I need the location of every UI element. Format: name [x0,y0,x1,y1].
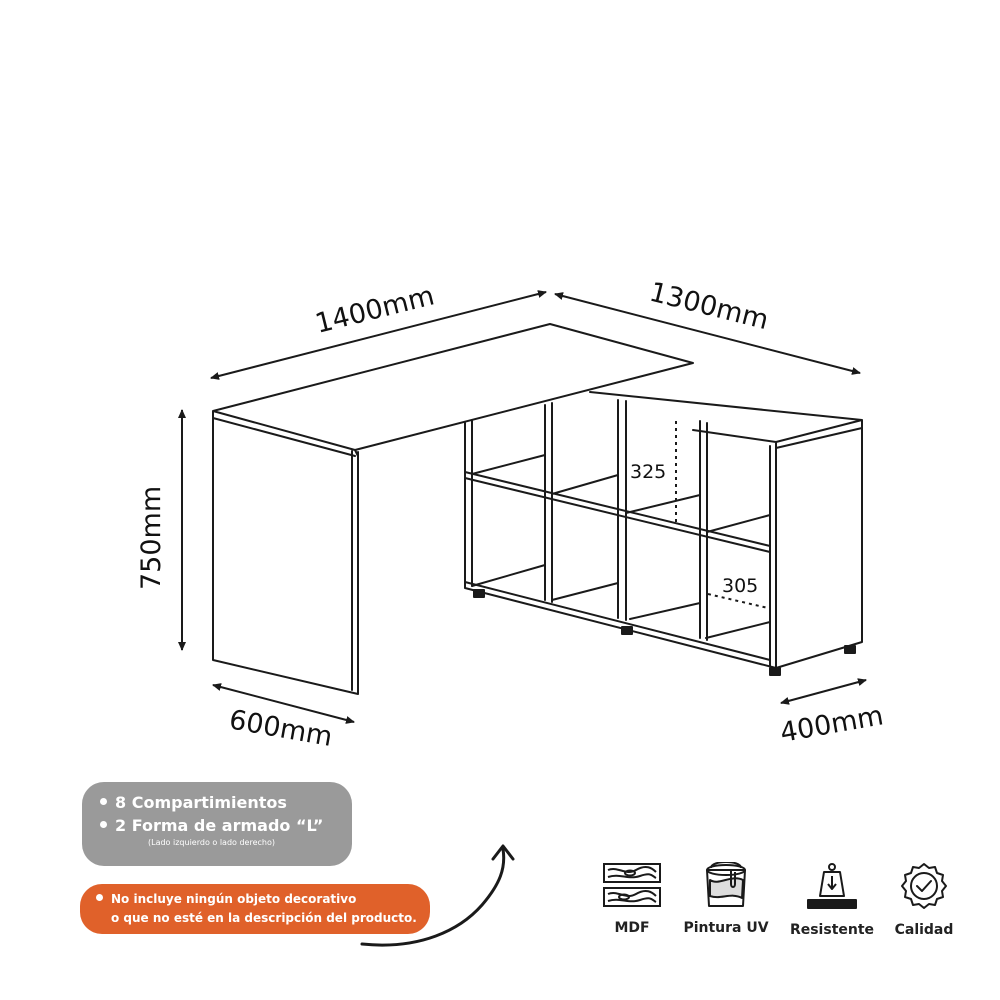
feature-resistant: Resistente [787,862,877,938]
disclaimer-box: No incluye ningún objeto decorativo o qu… [80,884,430,934]
foot [844,645,856,654]
dim-400: 400mm [778,700,886,749]
info-compartments: 8 Compartimientos [115,793,287,812]
dimension-arrows [178,290,867,724]
disclaimer-line2: o que no esté en la descripción del prod… [111,911,417,925]
bullet-icon [100,798,107,805]
info-box: 8 Compartimientos 2 Forma de armado “L” … [82,782,352,866]
weight-icon [807,863,857,909]
shelf-middle [464,471,771,553]
dim-325: 325 [630,461,666,483]
shelf-top [589,391,863,449]
info-assembly: 2 Forma de armado “L” [115,816,324,835]
dim-1400: 1400mm [312,280,437,339]
desk-top [212,323,694,457]
wood-grain-icon [603,863,661,907]
foot [473,589,485,598]
curved-arrow [360,844,515,947]
desk-left-leg [212,417,359,695]
bullet-icon [100,821,107,828]
shelf-side [775,427,863,669]
feature-mdf: MDF [587,862,677,936]
disclaimer-line1: No incluye ningún objeto decorativo [111,892,357,906]
arrow-1300 [554,292,861,375]
arrow-1400 [210,290,547,380]
dim-600: 600mm [227,704,335,753]
bullet-icon [96,894,103,901]
feature-quality: Calidad [879,862,969,938]
dim-750: 750mm [136,486,167,590]
arrow-400 [780,678,867,705]
foot [769,667,781,676]
feature-label: Pintura UV [683,920,769,936]
desk-outline [212,323,863,695]
feature-label: Resistente [789,922,875,938]
info-assembly-note: (Lado izquierdo o lado derecho) [148,838,275,847]
inner-dimension-lines [675,421,769,609]
foot [621,626,633,635]
feature-label: MDF [614,920,650,936]
feature-label: Calidad [894,922,954,938]
paint-can-icon [706,862,746,907]
dim-1300: 1300mm [646,277,771,336]
feature-uv-paint: Pintura UV [681,862,771,936]
dim-305: 305 [722,575,758,597]
quality-seal-icon [901,863,947,909]
arrow-600 [212,683,355,724]
